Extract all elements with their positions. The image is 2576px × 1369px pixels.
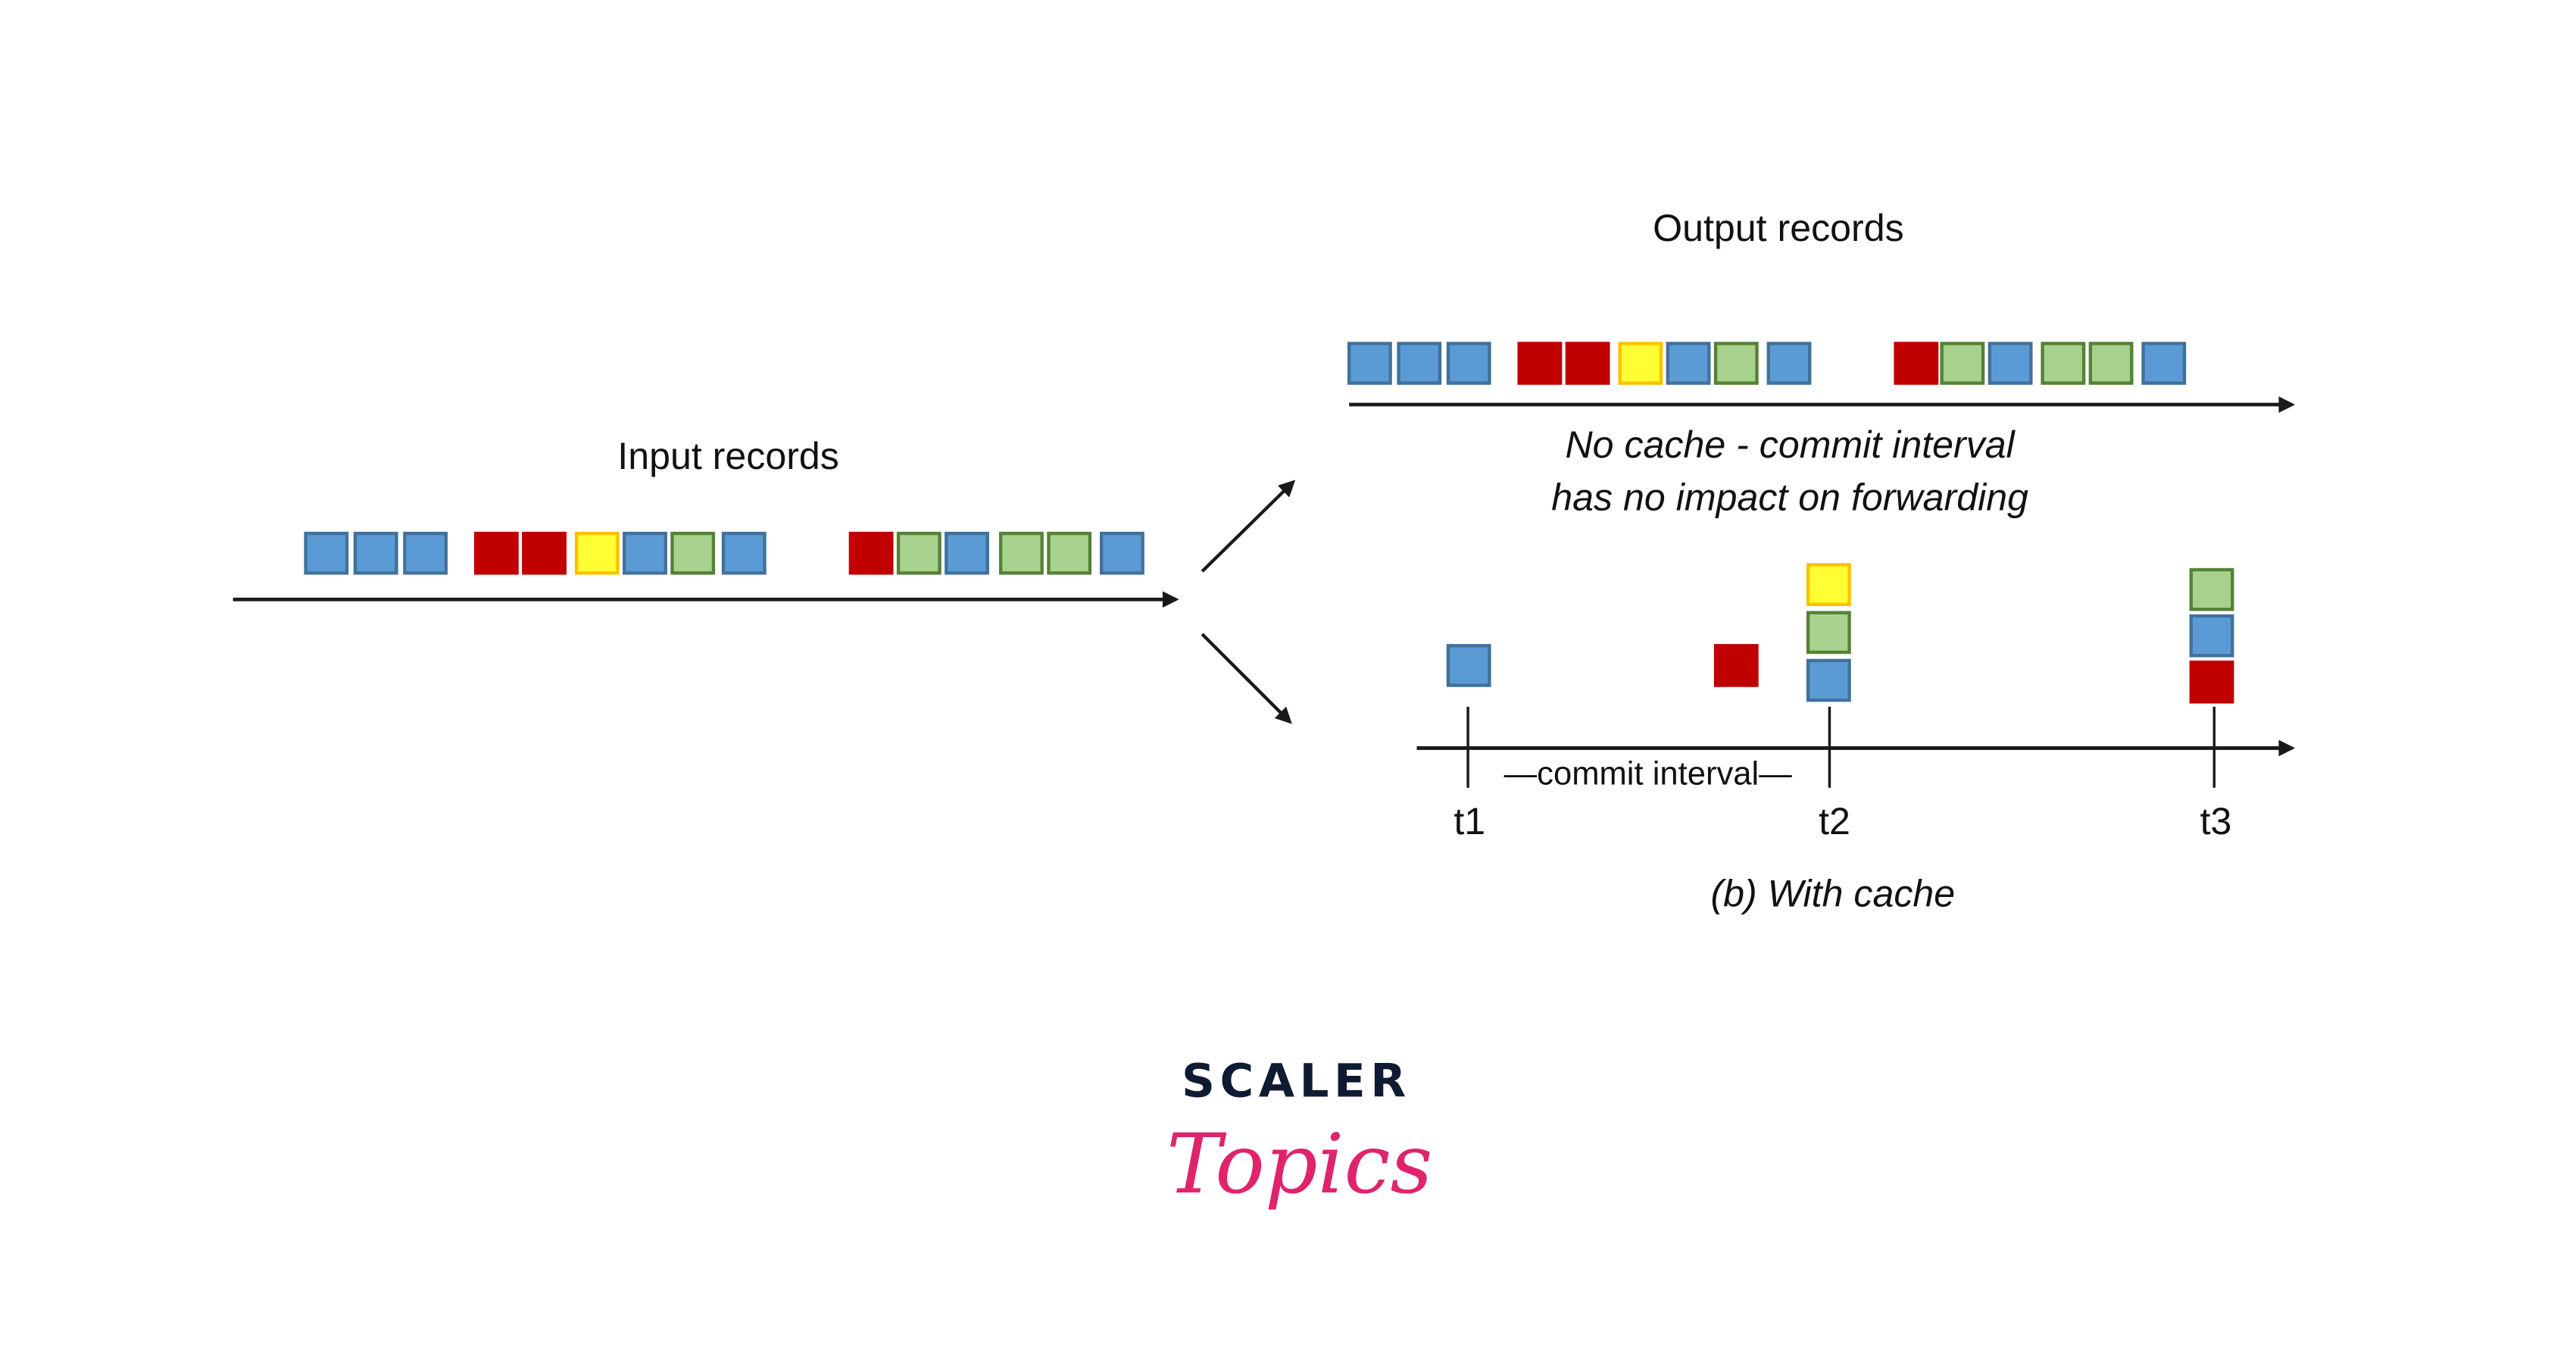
record-yellow	[574, 531, 620, 575]
record-green	[1047, 531, 1092, 575]
record-blue	[1446, 644, 1491, 687]
input-records-title: Input records	[617, 435, 839, 477]
record-red	[2189, 660, 2234, 704]
logo-scaler: SCALER	[1182, 1054, 1411, 1108]
record-blue	[1347, 342, 1392, 385]
record-blue	[304, 531, 349, 575]
tick-label-t2: t2	[1819, 800, 1850, 842]
branch-arrow-down	[1201, 633, 1292, 724]
record-yellow	[1806, 563, 1851, 606]
record-blue	[1987, 342, 2033, 385]
no-cache-caption-line1: No cache - commit interval	[1565, 424, 2016, 466]
record-green	[1806, 611, 1851, 655]
record-blue	[623, 531, 667, 575]
record-blue	[2141, 342, 2187, 385]
output-records-title: Output records	[1653, 207, 1904, 249]
record-green	[1713, 342, 1759, 385]
tick-label-t3: t3	[2200, 800, 2232, 842]
commit-interval-label: —commit interval—	[1504, 755, 1793, 792]
record-red	[1565, 342, 1610, 385]
record-yellow	[1618, 342, 1663, 385]
with-cache-caption: (b) With cache	[1710, 873, 1955, 915]
record-blue	[1666, 342, 1711, 385]
record-blue	[1397, 342, 1442, 385]
record-blue	[945, 531, 989, 575]
output-records-no-cache	[1347, 342, 2187, 385]
branch-arrow-up	[1201, 480, 1296, 573]
logo-topics: Topics	[1166, 1116, 1432, 1212]
record-blue	[1806, 658, 1851, 702]
record-blue	[2189, 614, 2234, 658]
record-green	[2189, 567, 2234, 611]
record-green	[999, 531, 1044, 575]
scaler-topics-logo: SCALER Topics	[1166, 1054, 1432, 1211]
no-cache-caption-line2: has no impact on forwarding	[1551, 477, 2028, 519]
record-blue	[1100, 531, 1144, 575]
record-green	[1940, 342, 1985, 385]
tick-label-t1: t1	[1453, 800, 1485, 842]
record-green	[896, 531, 941, 575]
record-blue	[403, 531, 448, 575]
record-green	[2041, 342, 2086, 385]
record-green	[670, 531, 716, 575]
record-blue	[721, 531, 767, 575]
record-red	[1517, 342, 1563, 385]
record-red	[473, 531, 519, 575]
record-red	[1713, 644, 1759, 687]
record-red	[848, 531, 894, 575]
record-blue	[1766, 342, 1812, 385]
record-red	[522, 531, 567, 575]
record-blue	[353, 531, 398, 575]
input-records	[304, 531, 1144, 575]
output-records-with-cache	[1446, 563, 2234, 704]
record-blue	[1446, 342, 1491, 385]
record-red	[1894, 342, 1939, 385]
record-green	[2088, 342, 2134, 385]
